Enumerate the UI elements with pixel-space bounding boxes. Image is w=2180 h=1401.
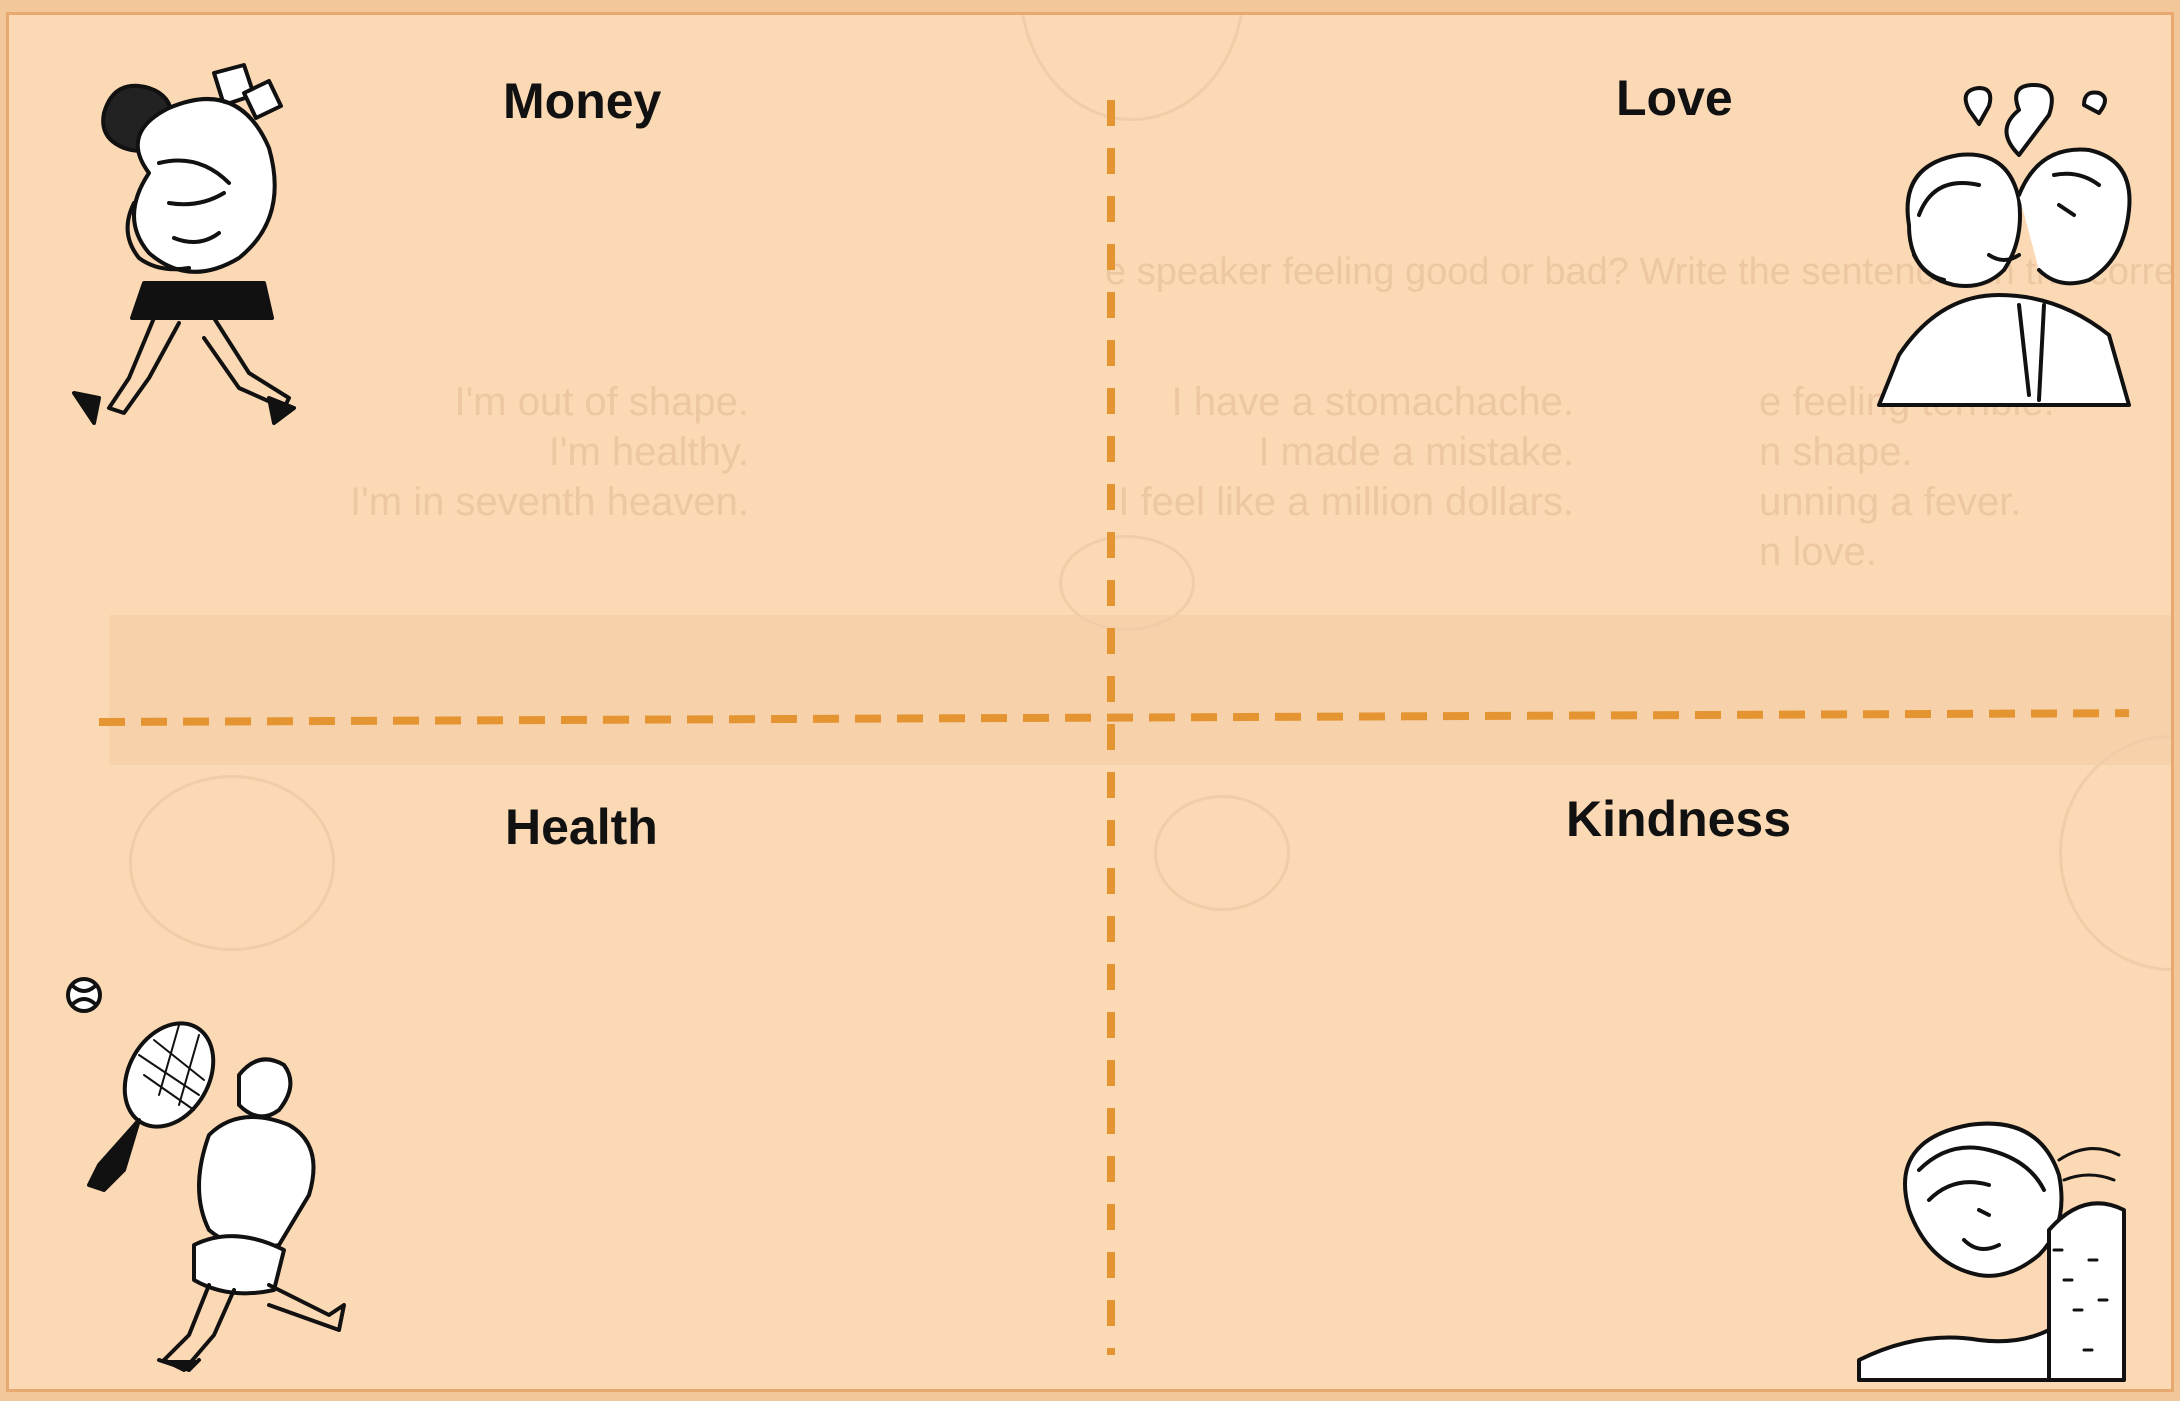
show-through-line: I made a mistake.: [1258, 430, 1574, 474]
show-through-line: n love.: [1759, 530, 1877, 574]
woman-carrying-money-bag-icon: [64, 53, 314, 453]
show-through-line: unning a fever.: [1759, 480, 2022, 524]
couple-kissing-hearts-icon: [1869, 55, 2149, 435]
show-through-band: [109, 615, 2171, 765]
smiling-woman-icon: [1849, 1100, 2149, 1389]
money-label: Money: [503, 73, 662, 129]
show-through-col2: I'm out of shape. I'm healthy. I'm in se…: [309, 377, 749, 527]
tennis-player-icon: [59, 965, 379, 1385]
show-through-line: I'm out of shape.: [454, 380, 749, 424]
show-through-circle: [1019, 15, 1245, 121]
show-through-line: I'm healthy.: [548, 430, 749, 474]
show-through-line: n shape.: [1759, 430, 1913, 474]
show-through-circle: [129, 775, 335, 951]
show-through-header: e speaker feeling good or bad? Write the…: [1105, 251, 2174, 293]
show-through-line: I have a stomachache.: [1171, 380, 1574, 424]
love-label: Love: [1616, 70, 1733, 126]
show-through-circle: [1059, 535, 1195, 631]
show-through-circle: [2059, 735, 2171, 971]
show-through-col1: I have a stomachache. I made a mistake. …: [839, 377, 1574, 527]
show-through-line: I feel like a million dollars.: [1118, 480, 1574, 524]
health-label: Health: [505, 799, 658, 855]
show-through-line: I'm in seventh heaven.: [350, 480, 749, 524]
vertical-divider: [1107, 100, 1115, 1355]
kindness-label: Kindness: [1566, 791, 1792, 847]
show-through-circle: [1154, 795, 1290, 911]
sorting-card: e speaker feeling good or bad? Write the…: [6, 12, 2174, 1392]
